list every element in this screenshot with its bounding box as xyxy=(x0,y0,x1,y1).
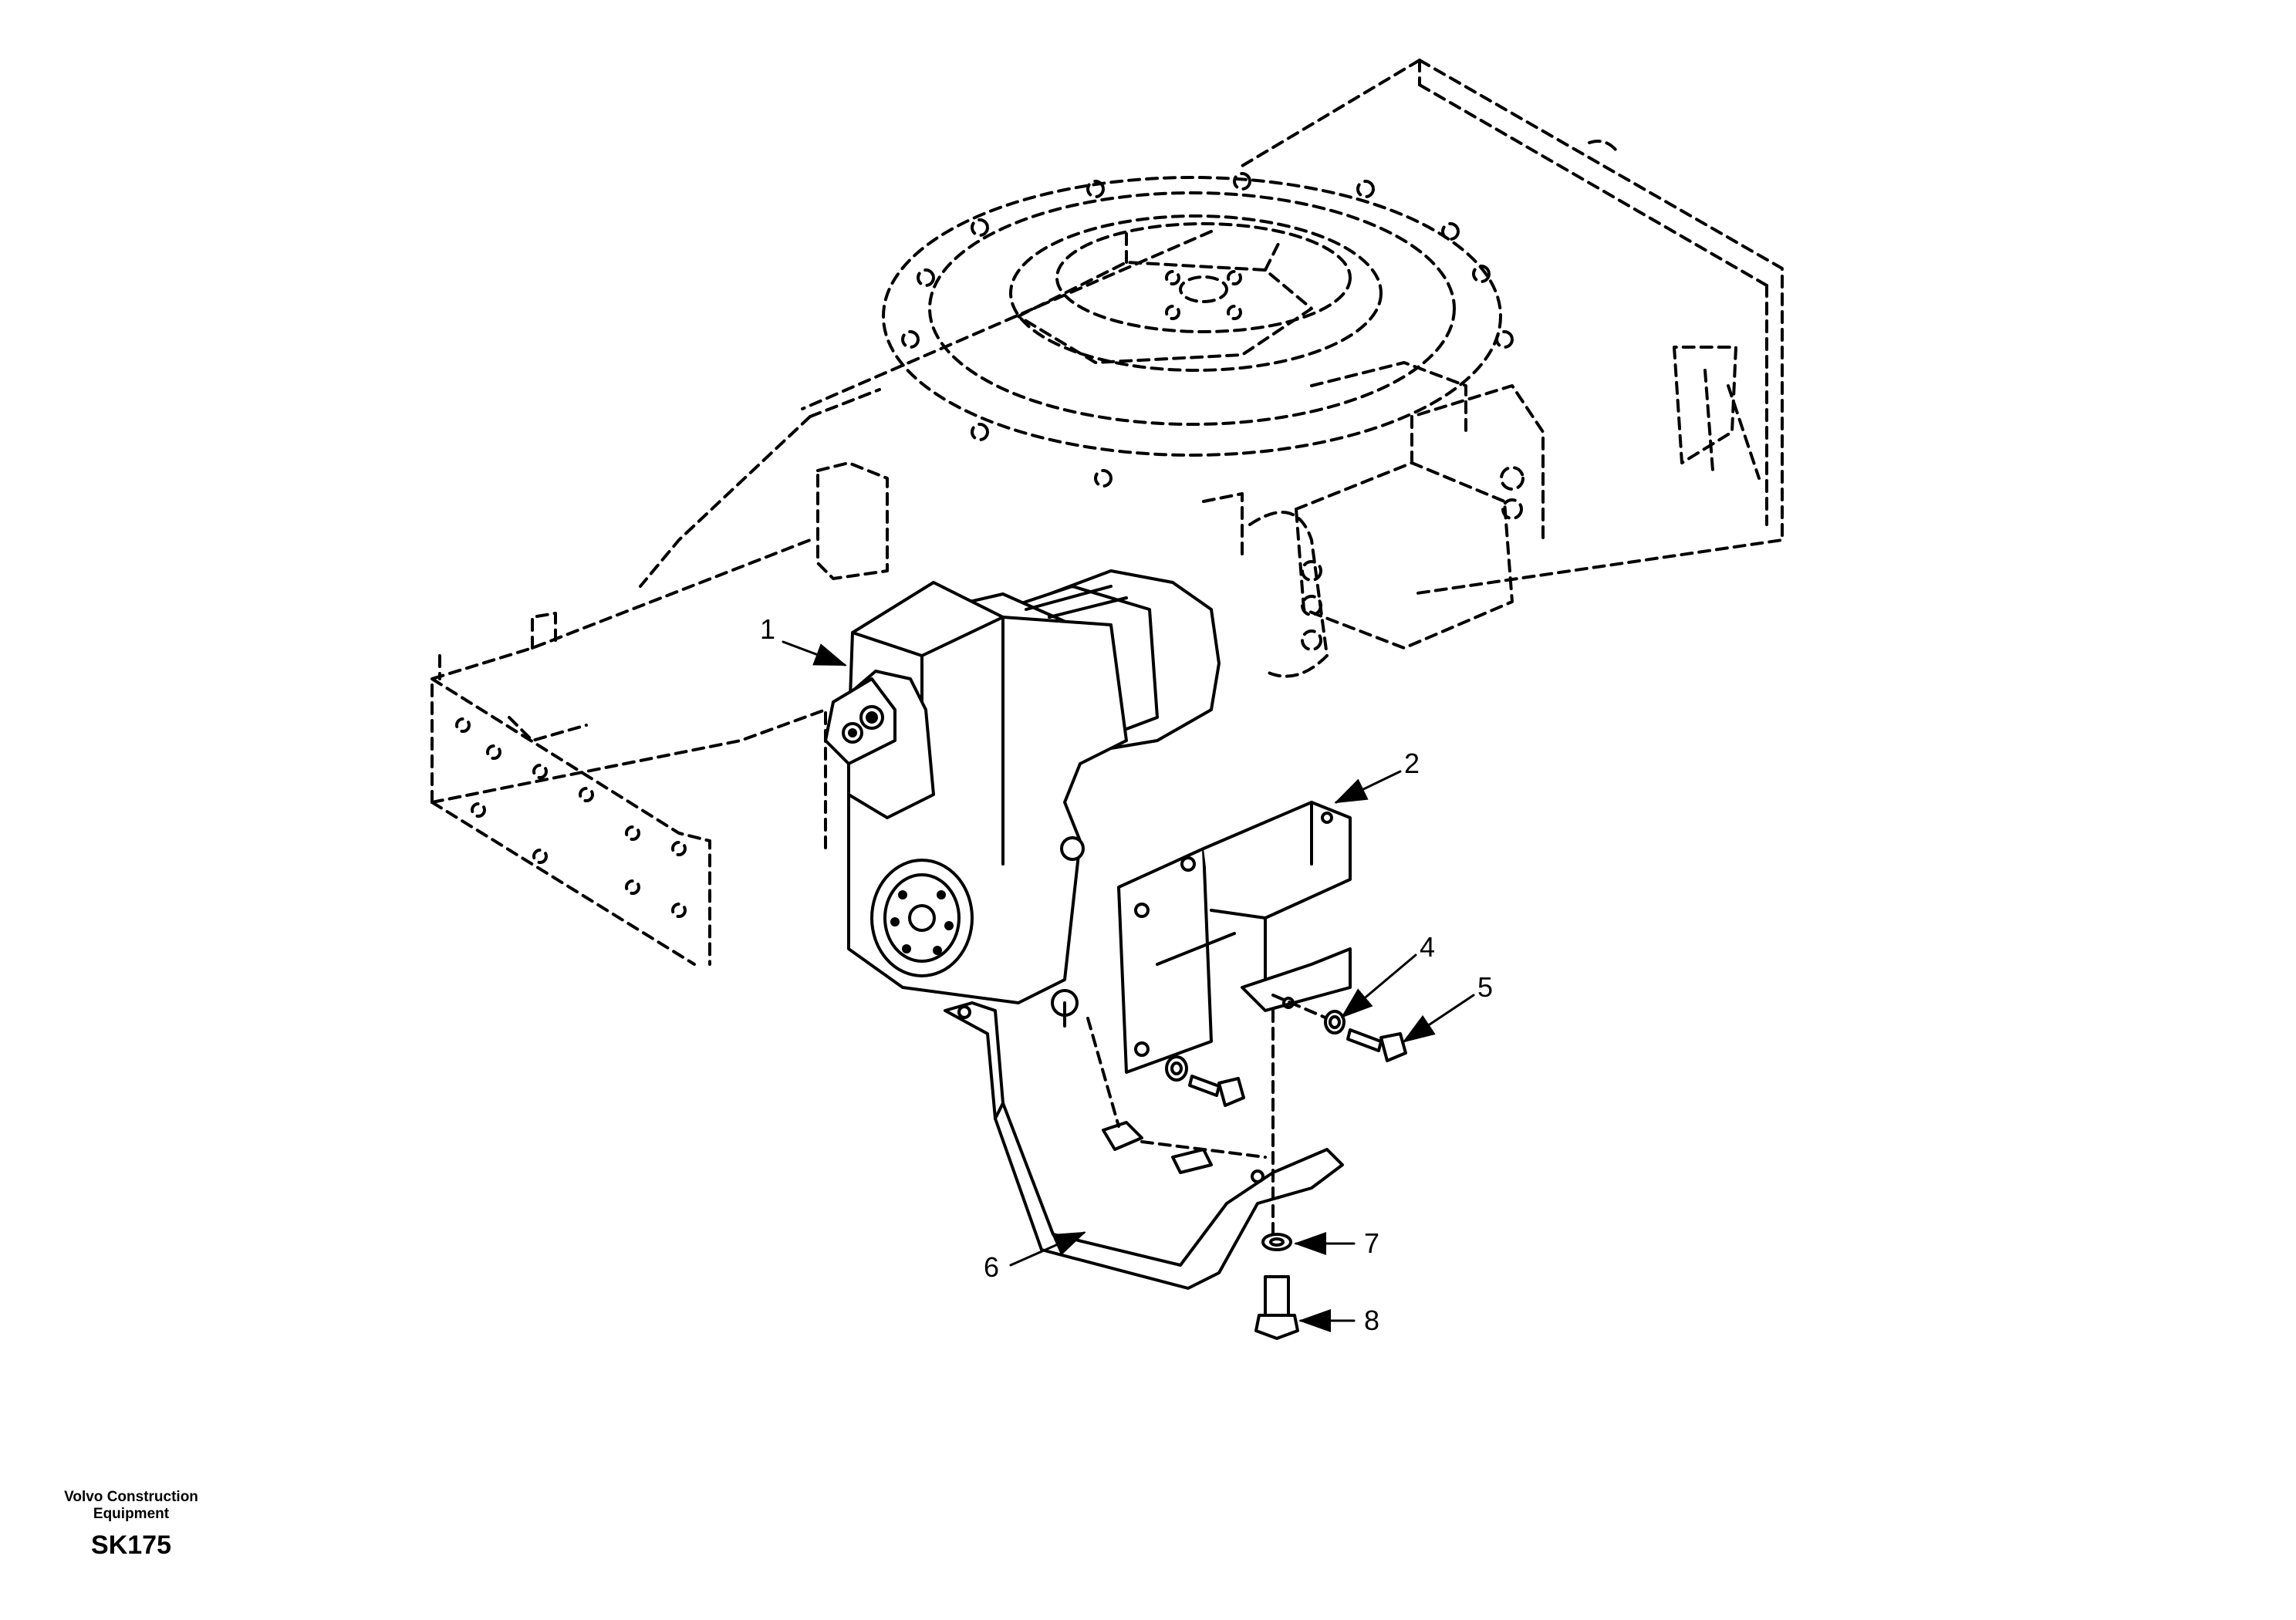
catalog-footer: Volvo Construction Equipment SK175 xyxy=(31,1489,231,1561)
guard-plate-part xyxy=(944,1001,1344,1290)
callout-6: 6 xyxy=(984,1251,999,1283)
washer-part-4 xyxy=(1324,1010,1346,1034)
bolt-part-7 xyxy=(1254,1275,1299,1340)
bolt-part-5 xyxy=(1346,1028,1407,1062)
company-name-line2: Equipment xyxy=(93,1506,170,1522)
leader-1 xyxy=(782,640,847,667)
slewing-ring-outline xyxy=(882,172,1514,488)
swing-motor-housing-outline xyxy=(1202,361,1545,678)
callout-4: 4 xyxy=(1420,931,1435,963)
leader-2 xyxy=(1334,770,1402,804)
washer-part-8 xyxy=(1261,1233,1292,1251)
leader-6 xyxy=(1009,1231,1086,1267)
callout-2: 2 xyxy=(1404,748,1420,779)
callout-1: 1 xyxy=(760,613,775,645)
callout-8: 7 xyxy=(1364,1227,1379,1259)
leader-4 xyxy=(1340,953,1417,1018)
upper-frame-outline xyxy=(639,59,1784,596)
machine-model: SK175 xyxy=(91,1531,171,1560)
callout-7: 8 xyxy=(1364,1304,1379,1336)
assembly-guide-lines xyxy=(1086,994,1329,1244)
washer-bolt-pair xyxy=(1165,1055,1245,1107)
bracket-part xyxy=(1117,801,1352,1074)
company-name-line1: Volvo Construction xyxy=(64,1489,198,1505)
swing-motor-part xyxy=(824,569,1221,1028)
callout-5: 5 xyxy=(1477,971,1493,1003)
lower-frame-outline xyxy=(430,461,889,966)
leader-5 xyxy=(1402,994,1475,1043)
